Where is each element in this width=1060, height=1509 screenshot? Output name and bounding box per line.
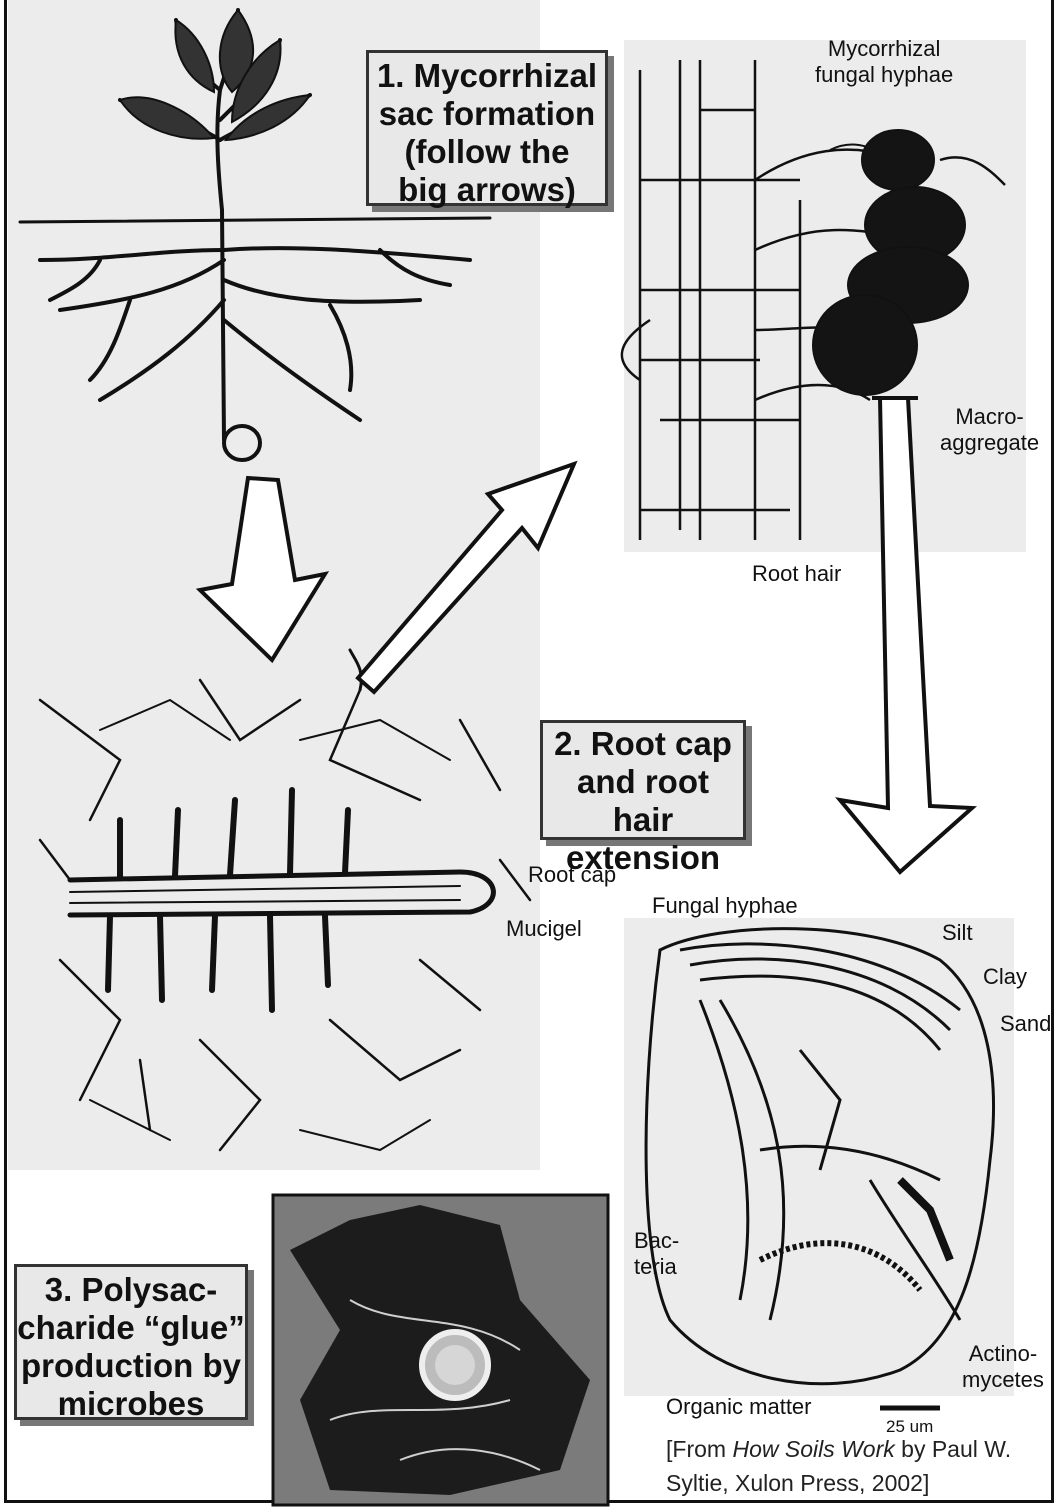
- label-sand: Sand: [1000, 1011, 1051, 1037]
- arrow-down-right: [840, 398, 972, 872]
- citation-title: How Soils Work: [732, 1436, 894, 1462]
- label-bacteria-line2: teria: [634, 1254, 679, 1280]
- label-root-cap: Root cap: [528, 862, 616, 888]
- label-actinomycetes: Actino- mycetes: [962, 1341, 1044, 1393]
- step3-line4: microbes: [17, 1385, 245, 1423]
- label-organic-matter: Organic matter: [666, 1394, 812, 1420]
- label-mucigel: Mucigel: [506, 916, 582, 942]
- label-macroaggregate: Macro- aggregate: [940, 404, 1039, 456]
- step2-line1: 2. Root cap: [543, 725, 743, 763]
- step1-line2: sac formation: [369, 95, 605, 133]
- step2-box: 2. Root cap and root hair extension: [540, 720, 746, 840]
- citation: [From How Soils Work by Paul W. Syltie, …: [666, 1432, 1011, 1500]
- aggregate-drawing: [646, 929, 993, 1384]
- citation-suffix: by Paul W.: [895, 1436, 1011, 1462]
- step3-line3: production by: [17, 1347, 245, 1385]
- macroaggregate-clusters: [813, 130, 968, 395]
- label-root-hair: Root hair: [752, 561, 841, 587]
- step1-line4: big arrows): [369, 171, 605, 209]
- label-fungal-hyphae: Fungal hyphae: [652, 893, 798, 919]
- citation-line2: Syltie, Xulon Press, 2002]: [666, 1466, 1011, 1500]
- label-clay: Clay: [983, 964, 1027, 990]
- step1-line1: 1. Mycorrhizal: [369, 57, 605, 95]
- micrograph: [273, 1195, 608, 1505]
- label-mycorrhizal-line2: fungal hyphae: [815, 62, 953, 88]
- step1-box: 1. Mycorrhizal sac formation (follow the…: [366, 50, 608, 206]
- label-bacteria-line1: Bac-: [634, 1228, 679, 1254]
- label-macro-line1: Macro-: [940, 404, 1039, 430]
- step3-box: 3. Polysac- charide “glue” production by…: [14, 1264, 248, 1420]
- arrow-up-right: [358, 464, 574, 692]
- label-mycorrhizal-line1: Mycorrhizal: [815, 36, 953, 62]
- label-actino-line1: Actino-: [962, 1341, 1044, 1367]
- label-actino-line2: mycetes: [962, 1367, 1044, 1393]
- step3-line1: 3. Polysac-: [17, 1271, 245, 1309]
- step2-line2: and root hair: [543, 763, 743, 839]
- label-silt: Silt: [942, 920, 973, 946]
- step3-line2: charide “glue”: [17, 1309, 245, 1347]
- root-drawing: [40, 650, 530, 1150]
- step1-line3: (follow the: [369, 133, 605, 171]
- arrow-down-left: [200, 478, 325, 660]
- label-macro-line2: aggregate: [940, 430, 1039, 456]
- label-mycorrhizal-hyphae: Mycorrhizal fungal hyphae: [815, 36, 953, 88]
- label-bacteria: Bac- teria: [634, 1228, 679, 1280]
- citation-prefix: [From: [666, 1436, 732, 1462]
